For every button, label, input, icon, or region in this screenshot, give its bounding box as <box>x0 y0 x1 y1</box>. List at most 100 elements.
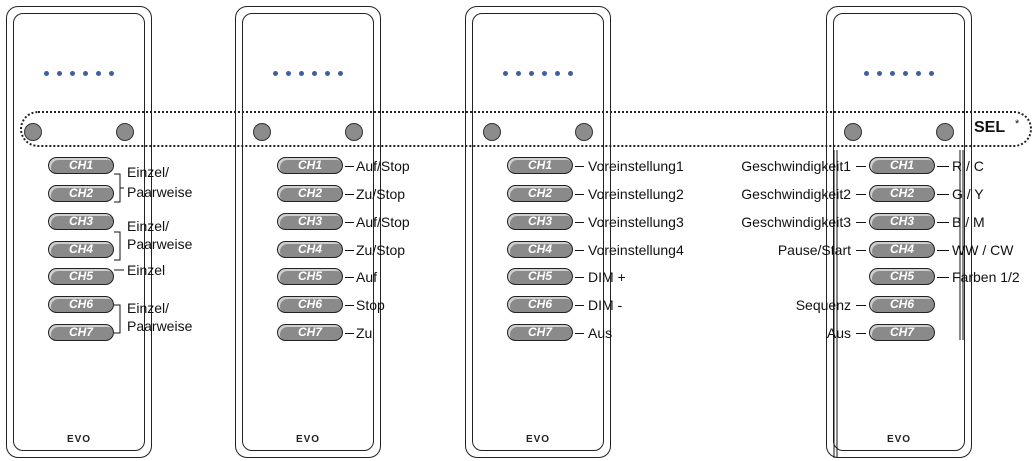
dash <box>575 166 584 167</box>
r2-label-5: Auf <box>356 269 378 285</box>
ch6-pill: CH6 <box>869 296 935 313</box>
r4-right-label-3: B / M <box>952 214 985 230</box>
dash <box>345 277 354 278</box>
led-row <box>7 71 151 76</box>
right-button[interactable] <box>116 123 134 141</box>
ch7-pill: CH7 <box>869 324 935 341</box>
dash <box>345 222 354 223</box>
evo-logo: EVO <box>295 434 321 445</box>
ch5-pill: CH5 <box>869 268 935 285</box>
r1-pair1-line1: Einzel/ <box>127 164 170 180</box>
ch3-pill: CH3 <box>48 213 114 230</box>
r2-label-2: Zu/Stop <box>356 186 406 202</box>
ch6-pill: CH6 <box>277 296 343 313</box>
ch5-pill: CH5 <box>48 268 114 285</box>
ch2-pill: CH2 <box>507 185 573 202</box>
ch1-pill: CH1 <box>277 157 343 174</box>
r1-pair3-line2: Paarweise <box>127 318 193 334</box>
dash <box>575 277 584 278</box>
left-button[interactable] <box>483 123 501 141</box>
dash <box>937 277 949 278</box>
right-button[interactable] <box>936 123 954 141</box>
r2-label-3: Auf/Stop <box>356 214 410 230</box>
ch2-pill: CH2 <box>48 185 114 202</box>
ch1-pill: CH1 <box>507 157 573 174</box>
dash <box>345 166 354 167</box>
ch4-pill: CH4 <box>507 241 573 258</box>
r4-left-label-7: Aus <box>826 325 851 341</box>
ch6-pill: CH6 <box>507 296 573 313</box>
dash <box>937 222 949 223</box>
r4-left-label-2: Geschwindigkeit2 <box>741 186 851 202</box>
ch5-pill: CH5 <box>507 268 573 285</box>
dash <box>937 194 949 195</box>
ch7-pill: CH7 <box>48 324 114 341</box>
dash <box>575 305 584 306</box>
dash <box>856 194 866 195</box>
ch2-pill: CH2 <box>869 185 935 202</box>
dash <box>575 333 584 334</box>
ch1-pill: CH1 <box>48 157 114 174</box>
dash <box>856 333 866 334</box>
dash <box>937 166 949 167</box>
r3-label-6: DIM - <box>588 297 623 313</box>
dash <box>856 305 866 306</box>
r2-label-4: Zu/Stop <box>356 242 406 258</box>
remote-2: EVO <box>235 6 381 458</box>
dash <box>575 194 584 195</box>
right-button[interactable] <box>575 123 593 141</box>
ch4-pill: CH4 <box>277 241 343 258</box>
evo-logo: EVO <box>525 434 551 445</box>
ch7-pill: CH7 <box>277 324 343 341</box>
ch4-pill: CH4 <box>869 241 935 258</box>
r3-label-3: Voreinstellung3 <box>588 214 684 230</box>
r1-pair2-line2: Paarweise <box>127 236 193 252</box>
r4-left-label-4: Pause/Start <box>777 242 851 258</box>
sel-label: SEL <box>974 119 1006 136</box>
evo-logo: EVO <box>886 434 912 445</box>
dash <box>345 333 354 334</box>
dash <box>575 250 584 251</box>
led-row <box>236 71 380 76</box>
r3-label-2: Voreinstellung2 <box>588 186 684 202</box>
ch1-pill: CH1 <box>869 157 935 174</box>
sel-note: * <box>1015 118 1020 130</box>
r1-pair3-line1: Einzel/ <box>127 300 170 316</box>
dash <box>856 250 866 251</box>
ch3-pill: CH3 <box>507 213 573 230</box>
evo-logo: EVO <box>66 434 92 445</box>
r1-pair2-line1: Einzel/ <box>127 218 170 234</box>
ch7-pill: CH7 <box>507 324 573 341</box>
r1-single: Einzel <box>127 262 166 278</box>
dash <box>345 250 354 251</box>
left-button[interactable] <box>844 123 862 141</box>
r2-label-7: Zu <box>356 325 373 341</box>
remote-4: EVO <box>826 6 972 458</box>
ch3-pill: CH3 <box>869 213 935 230</box>
r4-right-label-2: G / Y <box>952 186 984 202</box>
remote-3: EVO <box>465 6 611 458</box>
remote-1: EVO <box>6 6 152 458</box>
r3-label-1: Voreinstellung1 <box>588 158 684 174</box>
dash <box>345 305 354 306</box>
ch5-pill: CH5 <box>277 268 343 285</box>
left-button[interactable] <box>253 123 271 141</box>
right-button[interactable] <box>345 123 363 141</box>
r2-label-1: Auf/Stop <box>356 158 410 174</box>
r3-label-4: Voreinstellung4 <box>588 242 684 258</box>
r4-left-label-1: Geschwindigkeit1 <box>741 158 851 174</box>
r3-label-7: Aus <box>588 325 613 341</box>
dash <box>575 222 584 223</box>
r4-right-label-5: Farben 1/2 <box>952 269 1020 285</box>
r2-label-6: Stop <box>356 297 385 313</box>
r4-right-label-4: WW / CW <box>952 242 1014 258</box>
ch3-pill: CH3 <box>277 213 343 230</box>
r4-right-label-1: R / C <box>952 158 984 174</box>
ch6-pill: CH6 <box>48 296 114 313</box>
dash <box>937 250 949 251</box>
dash <box>345 194 354 195</box>
r3-label-5: DIM + <box>588 269 626 285</box>
ch2-pill: CH2 <box>277 185 343 202</box>
r4-left-label-6: Sequenz <box>795 297 851 313</box>
